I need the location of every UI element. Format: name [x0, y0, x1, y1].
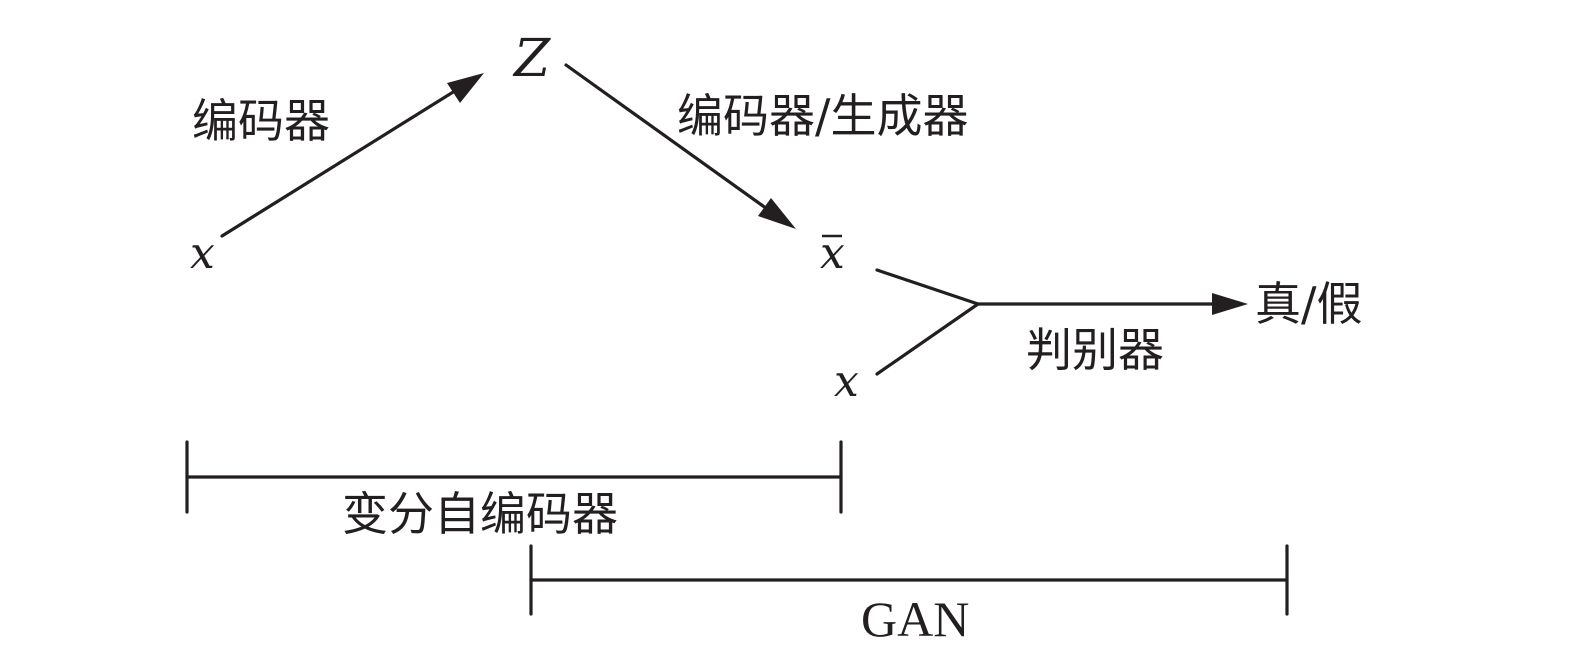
- encoder-arrow-line: [220, 87, 460, 238]
- node-x-input: x: [190, 228, 215, 279]
- edge-decoder-generator: [564, 63, 796, 229]
- gan-bracket: [529, 544, 1289, 616]
- node-x-reconstructed: x: [820, 228, 845, 279]
- decoder-arrow-line: [564, 63, 772, 213]
- merge-line-upper: [875, 268, 980, 306]
- node-output: 真/假: [1255, 277, 1363, 331]
- gan-label: GAN: [861, 591, 969, 647]
- vae-bracket: [185, 440, 843, 514]
- discriminator-label: 判别器: [1026, 323, 1164, 377]
- edge-discriminator: [875, 268, 1248, 376]
- encoder-label: 编码器: [192, 94, 330, 148]
- encoder-arrowhead: [447, 73, 484, 103]
- node-x-reconstructed-symbol: x: [820, 228, 845, 279]
- merge-line-lower: [875, 302, 980, 376]
- node-z-latent: Z: [512, 29, 551, 89]
- node-x-real: x: [834, 356, 859, 407]
- edge-encoder: [220, 73, 484, 238]
- decoder-generator-label: 编码器/生成器: [677, 89, 969, 143]
- discriminator-arrowhead: [1212, 293, 1248, 315]
- vae-label: 变分自编码器: [342, 487, 618, 541]
- decoder-arrowhead: [758, 198, 796, 229]
